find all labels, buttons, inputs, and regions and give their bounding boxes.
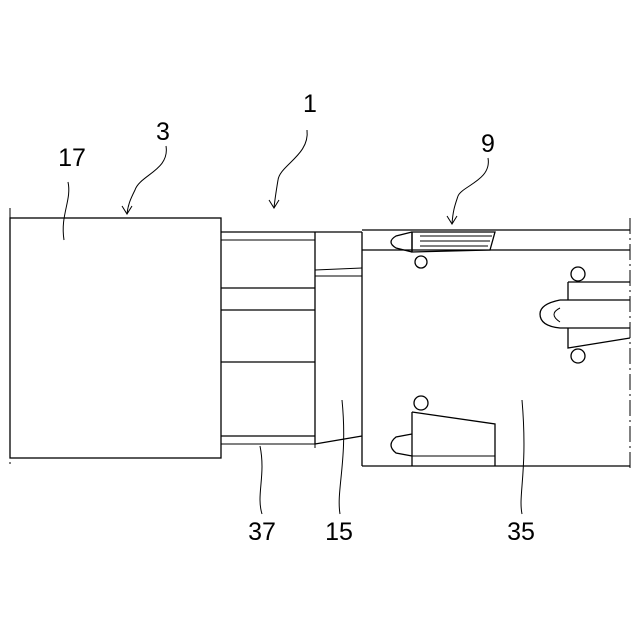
label-assembly: 1 bbox=[303, 90, 317, 118]
right-frame bbox=[362, 230, 630, 466]
right-clip bbox=[540, 267, 630, 363]
label-part-bottom: 37 bbox=[248, 518, 276, 546]
lower-latch bbox=[391, 396, 495, 466]
label-part-top: 9 bbox=[481, 130, 495, 158]
label-part-body: 17 bbox=[58, 144, 86, 172]
connector-section bbox=[221, 232, 315, 444]
label-part-right: 35 bbox=[507, 518, 535, 546]
left-block bbox=[10, 218, 221, 458]
label-part-left: 3 bbox=[156, 118, 170, 146]
label-part-mid: 15 bbox=[325, 518, 353, 546]
middle-housing bbox=[315, 232, 362, 466]
